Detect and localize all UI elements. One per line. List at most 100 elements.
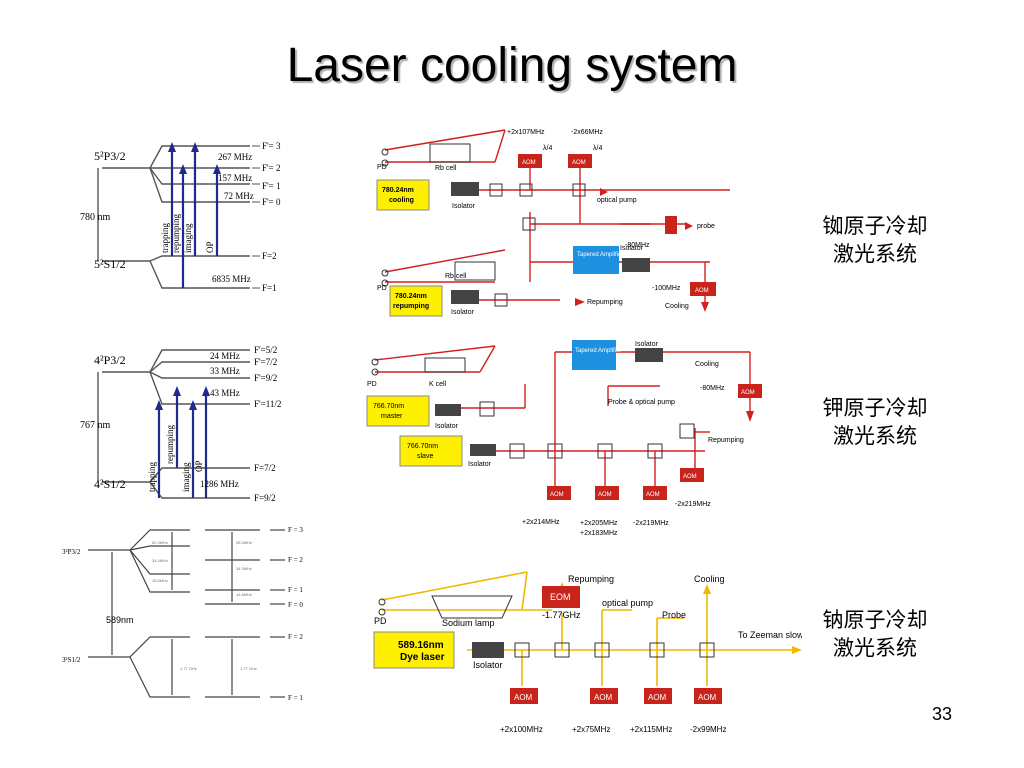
na-eom-freq: -1.77GHz bbox=[542, 610, 581, 620]
rb-level-f1: F'= 1 bbox=[262, 181, 280, 191]
k-freq-3: +2x183MHz bbox=[580, 530, 618, 537]
k-aom-2: AOM bbox=[598, 492, 612, 498]
k-arrow-trapping: trapping bbox=[147, 462, 157, 492]
k-isolator-3: Isolator bbox=[635, 341, 659, 348]
rb-cell-label-2: Rb cell bbox=[445, 273, 467, 280]
k-aom-top: AOM bbox=[741, 390, 755, 396]
rb-level-f3: F'= 3 bbox=[262, 141, 281, 151]
k-level-4: F'=11/2 bbox=[254, 399, 281, 409]
rb-s-splitting: 6835 MHz bbox=[212, 274, 251, 284]
na-aom-2: AOM bbox=[594, 693, 613, 702]
k-aom-3: AOM bbox=[646, 492, 660, 498]
na-optical-pump: optical pump bbox=[602, 598, 653, 608]
k-isolator-2: Isolator bbox=[468, 461, 492, 468]
svg-text:16.6MHz: 16.6MHz bbox=[236, 592, 252, 597]
na-caption: 钠原子冷却 激光系统 bbox=[800, 606, 950, 662]
na-pd-label: PD bbox=[374, 616, 387, 626]
k-level-1: F'=5/2 bbox=[254, 345, 277, 355]
rb-minus100: -100MHz bbox=[652, 285, 681, 292]
na-level-f0: F = 0 bbox=[288, 601, 303, 609]
na-aom-1: AOM bbox=[514, 693, 533, 702]
na-eom-label: EOM bbox=[550, 592, 571, 602]
rb-level-f2: F'= 2 bbox=[262, 163, 280, 173]
na-freq-1: +2x100MHz bbox=[500, 725, 543, 734]
na-level-f2: F = 2 bbox=[288, 556, 303, 564]
rb-tapered-label: Tapered Amplifier bbox=[577, 252, 623, 258]
na-aom-4: AOM bbox=[698, 693, 717, 702]
na-sodium-label: Sodium lamp bbox=[442, 618, 495, 628]
rb-caption: 铷原子冷却 激光系统 bbox=[800, 212, 950, 268]
rb-probe-label: probe bbox=[697, 223, 715, 230]
na-freq-2: +2x75MHz bbox=[572, 725, 610, 734]
k-p-state: 4²P3/2 bbox=[94, 353, 126, 367]
rb-transition: 780 nm bbox=[80, 212, 111, 223]
rb-caption-line2: 激光系统 bbox=[833, 242, 917, 266]
rb-minus80-visible: -80MHz bbox=[625, 242, 650, 249]
na-s-state: 3²S1/2 bbox=[62, 656, 81, 664]
k-aom-1: AOM bbox=[550, 492, 564, 498]
k-laser2-line2: slave bbox=[417, 453, 433, 460]
rb-lambda4-2: λ/4 bbox=[593, 145, 602, 152]
k-freq-2: +2x205MHz bbox=[580, 520, 618, 527]
svg-text:34.4MHz: 34.4MHz bbox=[152, 558, 168, 563]
rb-level-diagram: 5²P3/2 5²S1/2 780 nm 267 MHz 157 MHz 72 … bbox=[80, 141, 281, 293]
na-cooling-label: Cooling bbox=[694, 574, 725, 584]
rb-aom-3: AOM bbox=[695, 288, 709, 294]
k-level-diagram: 4²P3/2 4²S1/2 767 nm 24 MHz 33 MHz 43 MH… bbox=[80, 345, 281, 503]
na-aom-3: AOM bbox=[648, 693, 667, 702]
rb-isolator-1: Isolator bbox=[452, 203, 476, 210]
k-cell-label: K cell bbox=[429, 381, 447, 388]
k-tapered-label: Tapered Amplifier bbox=[575, 348, 621, 354]
k-freq-1: +2x214MHz bbox=[522, 519, 560, 526]
rb-laser2-line2: repumping bbox=[393, 303, 429, 310]
na-isolator-label: Isolator bbox=[473, 660, 503, 670]
k-split-2: 33 MHz bbox=[210, 366, 240, 376]
slide-title: Laser cooling system bbox=[286, 39, 738, 92]
k-pd-label: PD bbox=[367, 381, 377, 388]
k-split-1: 24 MHz bbox=[210, 351, 240, 361]
k-arrow-imaging: imaging bbox=[181, 462, 191, 492]
rb-optical-setup: PD Rb cell +2x107MHz -2x66MHz λ/4 λ/4 AO… bbox=[376, 129, 730, 317]
rb-pd-label: PD bbox=[377, 164, 387, 171]
na-freq-4: -2x99MHz bbox=[690, 725, 726, 734]
k-laser1-line1: 766.70nm bbox=[373, 403, 404, 410]
na-transition: 589nm bbox=[106, 615, 134, 625]
na-level-f1: F = 1 bbox=[288, 586, 303, 594]
na-level-f3: F = 3 bbox=[288, 526, 303, 534]
k-level-2: F'=7/2 bbox=[254, 357, 277, 367]
page-number: 33 bbox=[931, 704, 952, 724]
k-aom-4: AOM bbox=[683, 474, 697, 480]
na-caption-line1: 钠原子冷却 bbox=[822, 608, 928, 632]
svg-text:58.3MHz: 58.3MHz bbox=[236, 540, 252, 545]
rb-lambda4-1: λ/4 bbox=[543, 145, 552, 152]
k-caption: 钾原子冷却 激光系统 bbox=[800, 394, 950, 450]
rb-level-s1: F=1 bbox=[262, 283, 277, 293]
rb-optical-pump: optical pump bbox=[597, 197, 637, 204]
na-laser-line1: 589.16nm bbox=[398, 640, 444, 651]
k-arrow-op: OP bbox=[194, 460, 204, 472]
k-arrow-repumping: repumping bbox=[165, 425, 175, 464]
rb-cooling-label: Cooling bbox=[665, 303, 689, 310]
rb-freq-2: -2x66MHz bbox=[571, 129, 603, 136]
k-probe-op: Probe & optical pump bbox=[608, 399, 675, 406]
k-level-s2: F=9/2 bbox=[254, 493, 276, 503]
k-level-3: F'=9/2 bbox=[254, 373, 277, 383]
k-freq-5: -2x219MHz bbox=[675, 501, 711, 508]
svg-text:62.3MHz: 62.3MHz bbox=[152, 540, 168, 545]
na-repumping-label: Repumping bbox=[568, 574, 614, 584]
na-freq-3: +2x115MHz bbox=[630, 725, 672, 734]
k-minus80: -80MHz bbox=[700, 385, 725, 392]
na-level-s1: F = 1 bbox=[288, 694, 303, 702]
k-cooling-label: Cooling bbox=[695, 361, 719, 368]
svg-text:1.77 GHz: 1.77 GHz bbox=[240, 666, 257, 671]
rb-repumping-label: Repumping bbox=[587, 299, 623, 306]
rb-s-state: 5²S1/2 bbox=[94, 257, 126, 271]
na-zeeman-label: To Zeeman slower bbox=[738, 630, 802, 640]
rb-split-2: 157 MHz bbox=[218, 173, 252, 183]
na-optical-setup: PD Sodium lamp EOM -1.77GHz Repumping op… bbox=[373, 571, 802, 734]
k-s-state: 4²S1/2 bbox=[94, 477, 126, 491]
k-caption-line1: 钾原子冷却 bbox=[822, 396, 928, 420]
rb-pd-label-2: PD bbox=[377, 285, 387, 292]
k-optical-setup: PD K cell 766.70nm master Isolator 766.7… bbox=[366, 340, 762, 537]
rb-arrow-op: OP bbox=[205, 241, 215, 253]
